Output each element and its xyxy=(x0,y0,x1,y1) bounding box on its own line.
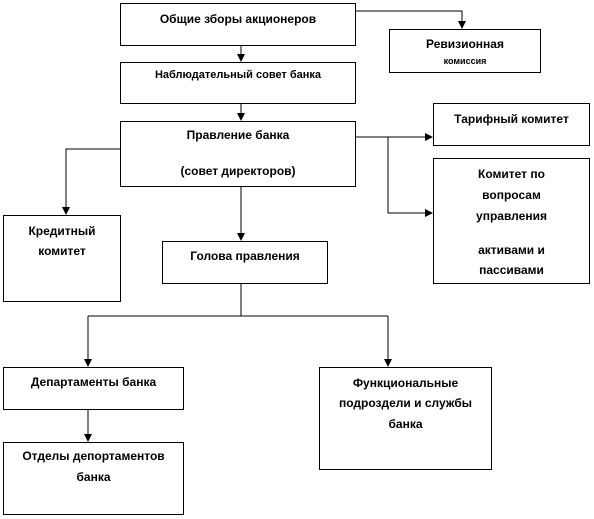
node-functional-units-label-2: подроздели и службы xyxy=(339,396,472,410)
node-supervisory-board: Наблюдательный совет банка xyxy=(120,62,356,104)
node-departments-label: Департаменты банка xyxy=(30,375,157,389)
node-department-sections: Отделы депортаментов банка xyxy=(3,442,184,515)
node-chairman: Голова правления xyxy=(162,241,328,284)
node-credit-committee-label-1: Кредитный xyxy=(28,224,96,238)
node-credit-committee: Кредитный комитет xyxy=(3,215,121,302)
node-audit-commission-label-2: комиссия xyxy=(443,56,487,66)
node-chairman-label: Голова правления xyxy=(190,249,300,263)
edge-general-to-audit xyxy=(356,10,466,29)
node-alco-label-3: управления xyxy=(476,209,547,223)
node-alco-label-5: пассивами xyxy=(479,263,544,277)
node-functional-units-label-1: Функциональные xyxy=(352,376,459,390)
node-alco-label-4: активами и xyxy=(478,243,545,257)
node-general-meeting-label: Общие зборы акционеров xyxy=(159,12,317,26)
node-tariff-committee: Тарифный комитет xyxy=(433,103,590,146)
node-department-sections-label-2: банка xyxy=(76,470,111,484)
node-audit-commission-label-1: Ревизионная xyxy=(426,37,504,51)
node-alco: Комитет по вопросам управления активами … xyxy=(433,158,590,284)
node-functional-units: Функциональные подроздели и службы банка xyxy=(319,367,492,470)
edge-management-to-alco xyxy=(387,137,433,217)
node-tariff-committee-label: Тарифный комитет xyxy=(454,112,569,126)
node-management-board-label-1: Правление банка xyxy=(186,128,290,142)
node-management-board: Правление банка (совет директоров) xyxy=(120,121,356,187)
node-alco-label-1: Комитет по xyxy=(478,167,545,181)
node-management-board-label-2: (совет директоров) xyxy=(180,164,296,178)
node-department-sections-label-1: Отделы депортаментов xyxy=(22,449,165,463)
node-alco-label-2: вопросам xyxy=(482,188,541,202)
node-departments: Департаменты банка xyxy=(3,367,184,410)
node-audit-commission: Ревизионная комиссия xyxy=(389,29,541,73)
node-supervisory-board-label: Наблюдательный совет банка xyxy=(154,69,322,81)
edge-management-to-credit xyxy=(62,148,121,215)
node-functional-units-label-3: банка xyxy=(388,417,423,431)
node-general-meeting: Общие зборы акционеров xyxy=(120,3,356,46)
node-credit-committee-label-2: комитет xyxy=(38,244,86,258)
